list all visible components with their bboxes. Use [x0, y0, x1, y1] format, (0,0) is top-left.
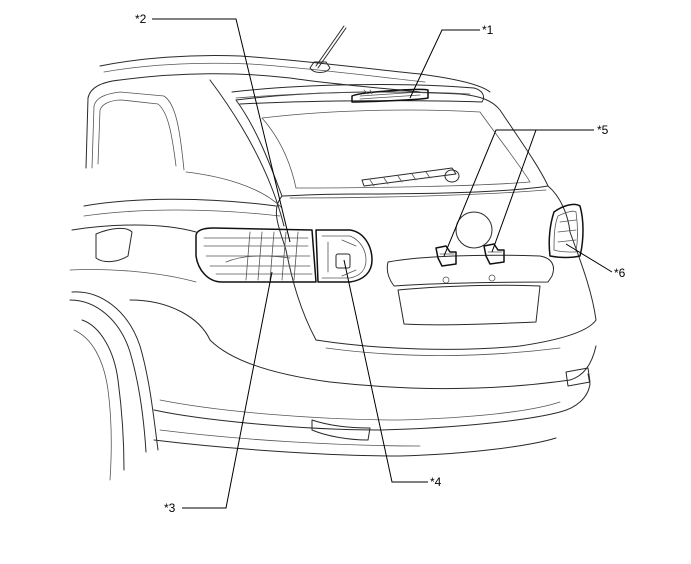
- leader-line-5: [491, 129, 594, 253]
- vehicle-body: [69, 25, 597, 481]
- callout-label-5: *5: [597, 123, 609, 137]
- callout-label-4: *4: [430, 475, 442, 489]
- leader-line-1: [409, 29, 480, 99]
- rear-combination-light-right: [548, 203, 584, 259]
- callout-label-1: *1: [482, 23, 494, 37]
- leader-line-3: [182, 271, 273, 509]
- leader-line-6: [565, 243, 613, 273]
- leader-line-4: [343, 259, 428, 483]
- callout-label-2: *2: [135, 12, 147, 26]
- leader-lines: [152, 18, 613, 509]
- callout-label-3: *3: [164, 501, 176, 515]
- callout-label-6: *6: [614, 266, 626, 280]
- high-mount-stop-light: [351, 88, 429, 103]
- leader-line-2: [152, 18, 291, 243]
- rear-combination-light-left: [195, 227, 373, 283]
